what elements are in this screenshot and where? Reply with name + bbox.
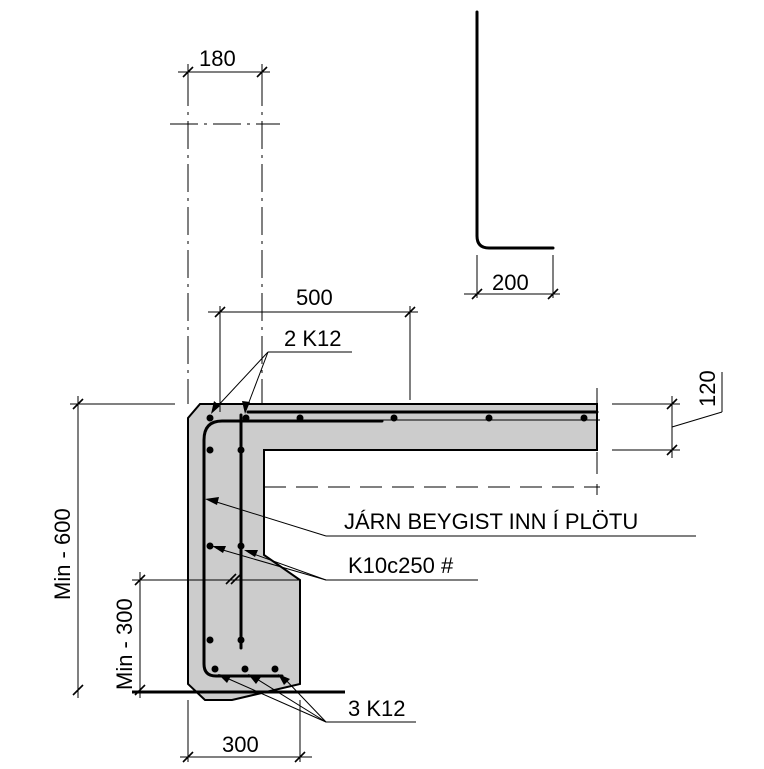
- callout-2k12-label: 2 K12: [284, 326, 342, 351]
- callout-k10-arrow-2: [244, 550, 258, 557]
- stirrup-mark-2: [230, 573, 242, 585]
- dim-500-tick-right: [404, 306, 416, 318]
- hooked-bar-detail: [475, 10, 555, 250]
- callout-jarn-arrow: [205, 497, 219, 505]
- rebar-dot: [296, 414, 304, 422]
- rebar-dot: [580, 414, 588, 422]
- callout-3k12-leader-2: [251, 675, 327, 723]
- dim-600-tick-bottom: [72, 684, 84, 696]
- callout-k10-arrow-1: [212, 546, 226, 553]
- callout-jarn-leader: [209, 499, 327, 537]
- callout-3k12-arrow-1: [218, 674, 231, 683]
- dim-300h-label: 300: [222, 732, 259, 757]
- dim-500-tick-left: [214, 306, 226, 318]
- dim-120-label: 120: [695, 370, 720, 407]
- dim-120-leader: [671, 411, 723, 428]
- rebar-dot: [241, 665, 249, 673]
- dim-300h-tick-left: [182, 751, 194, 763]
- dim-200-tick-left: [471, 288, 483, 300]
- callout-jarn-label: JÁRN BEYGIST INN Í PLÖTU: [344, 509, 638, 534]
- rebar-dot: [242, 414, 250, 422]
- rebar-outer: [202, 419, 384, 678]
- callout-k10-leader-2: [247, 551, 327, 581]
- callout-k10-label: K10c250 #: [348, 553, 454, 578]
- dim-300h-tick-right: [294, 751, 306, 763]
- rebar-dot: [485, 414, 493, 422]
- dim-180-label: 180: [199, 46, 236, 71]
- dim-600-label: Min - 600: [50, 508, 75, 600]
- dim-200-label: 200: [492, 270, 529, 295]
- rebar-dot: [237, 636, 245, 644]
- stirrup-mark-1: [225, 573, 237, 585]
- callout-k10-leader-1: [215, 547, 327, 581]
- rebar-dot: [206, 414, 214, 422]
- dim-180-tick-left: [182, 66, 194, 78]
- dim-500-label: 500: [296, 285, 333, 310]
- callout-2k12-leader-1: [213, 351, 269, 411]
- rebar-dot: [211, 665, 219, 673]
- dim-300v-tick-top: [134, 574, 146, 586]
- rebar-dot: [206, 446, 214, 454]
- dim-200-tick-right: [547, 288, 559, 300]
- dim-120-tick-bottom: [666, 444, 678, 456]
- callout-3k12-leader-3: [281, 675, 327, 723]
- rebar-dot: [237, 542, 245, 550]
- callout-3k12-leader-1: [221, 675, 327, 723]
- callout-3k12-label: 3 K12: [348, 696, 406, 721]
- dim-180-tick-right: [256, 66, 268, 78]
- rebar-dot: [390, 414, 398, 422]
- callout-3k12-arrow-2: [248, 674, 261, 684]
- callout-2k12-arrow-2: [242, 401, 250, 414]
- rebar-dot: [237, 446, 245, 454]
- callout-2k12-arrow-1: [211, 401, 220, 414]
- rebar-dot: [206, 542, 214, 550]
- rebar-dot: [271, 665, 279, 673]
- dim-600-tick-top: [72, 398, 84, 410]
- dim-120-tick-top: [666, 398, 678, 410]
- callout-3k12-arrow-3: [278, 674, 290, 685]
- dim-300v-label: Min - 300: [112, 598, 137, 690]
- rebar-dot: [206, 636, 214, 644]
- callout-2k12-leader-2: [245, 351, 269, 411]
